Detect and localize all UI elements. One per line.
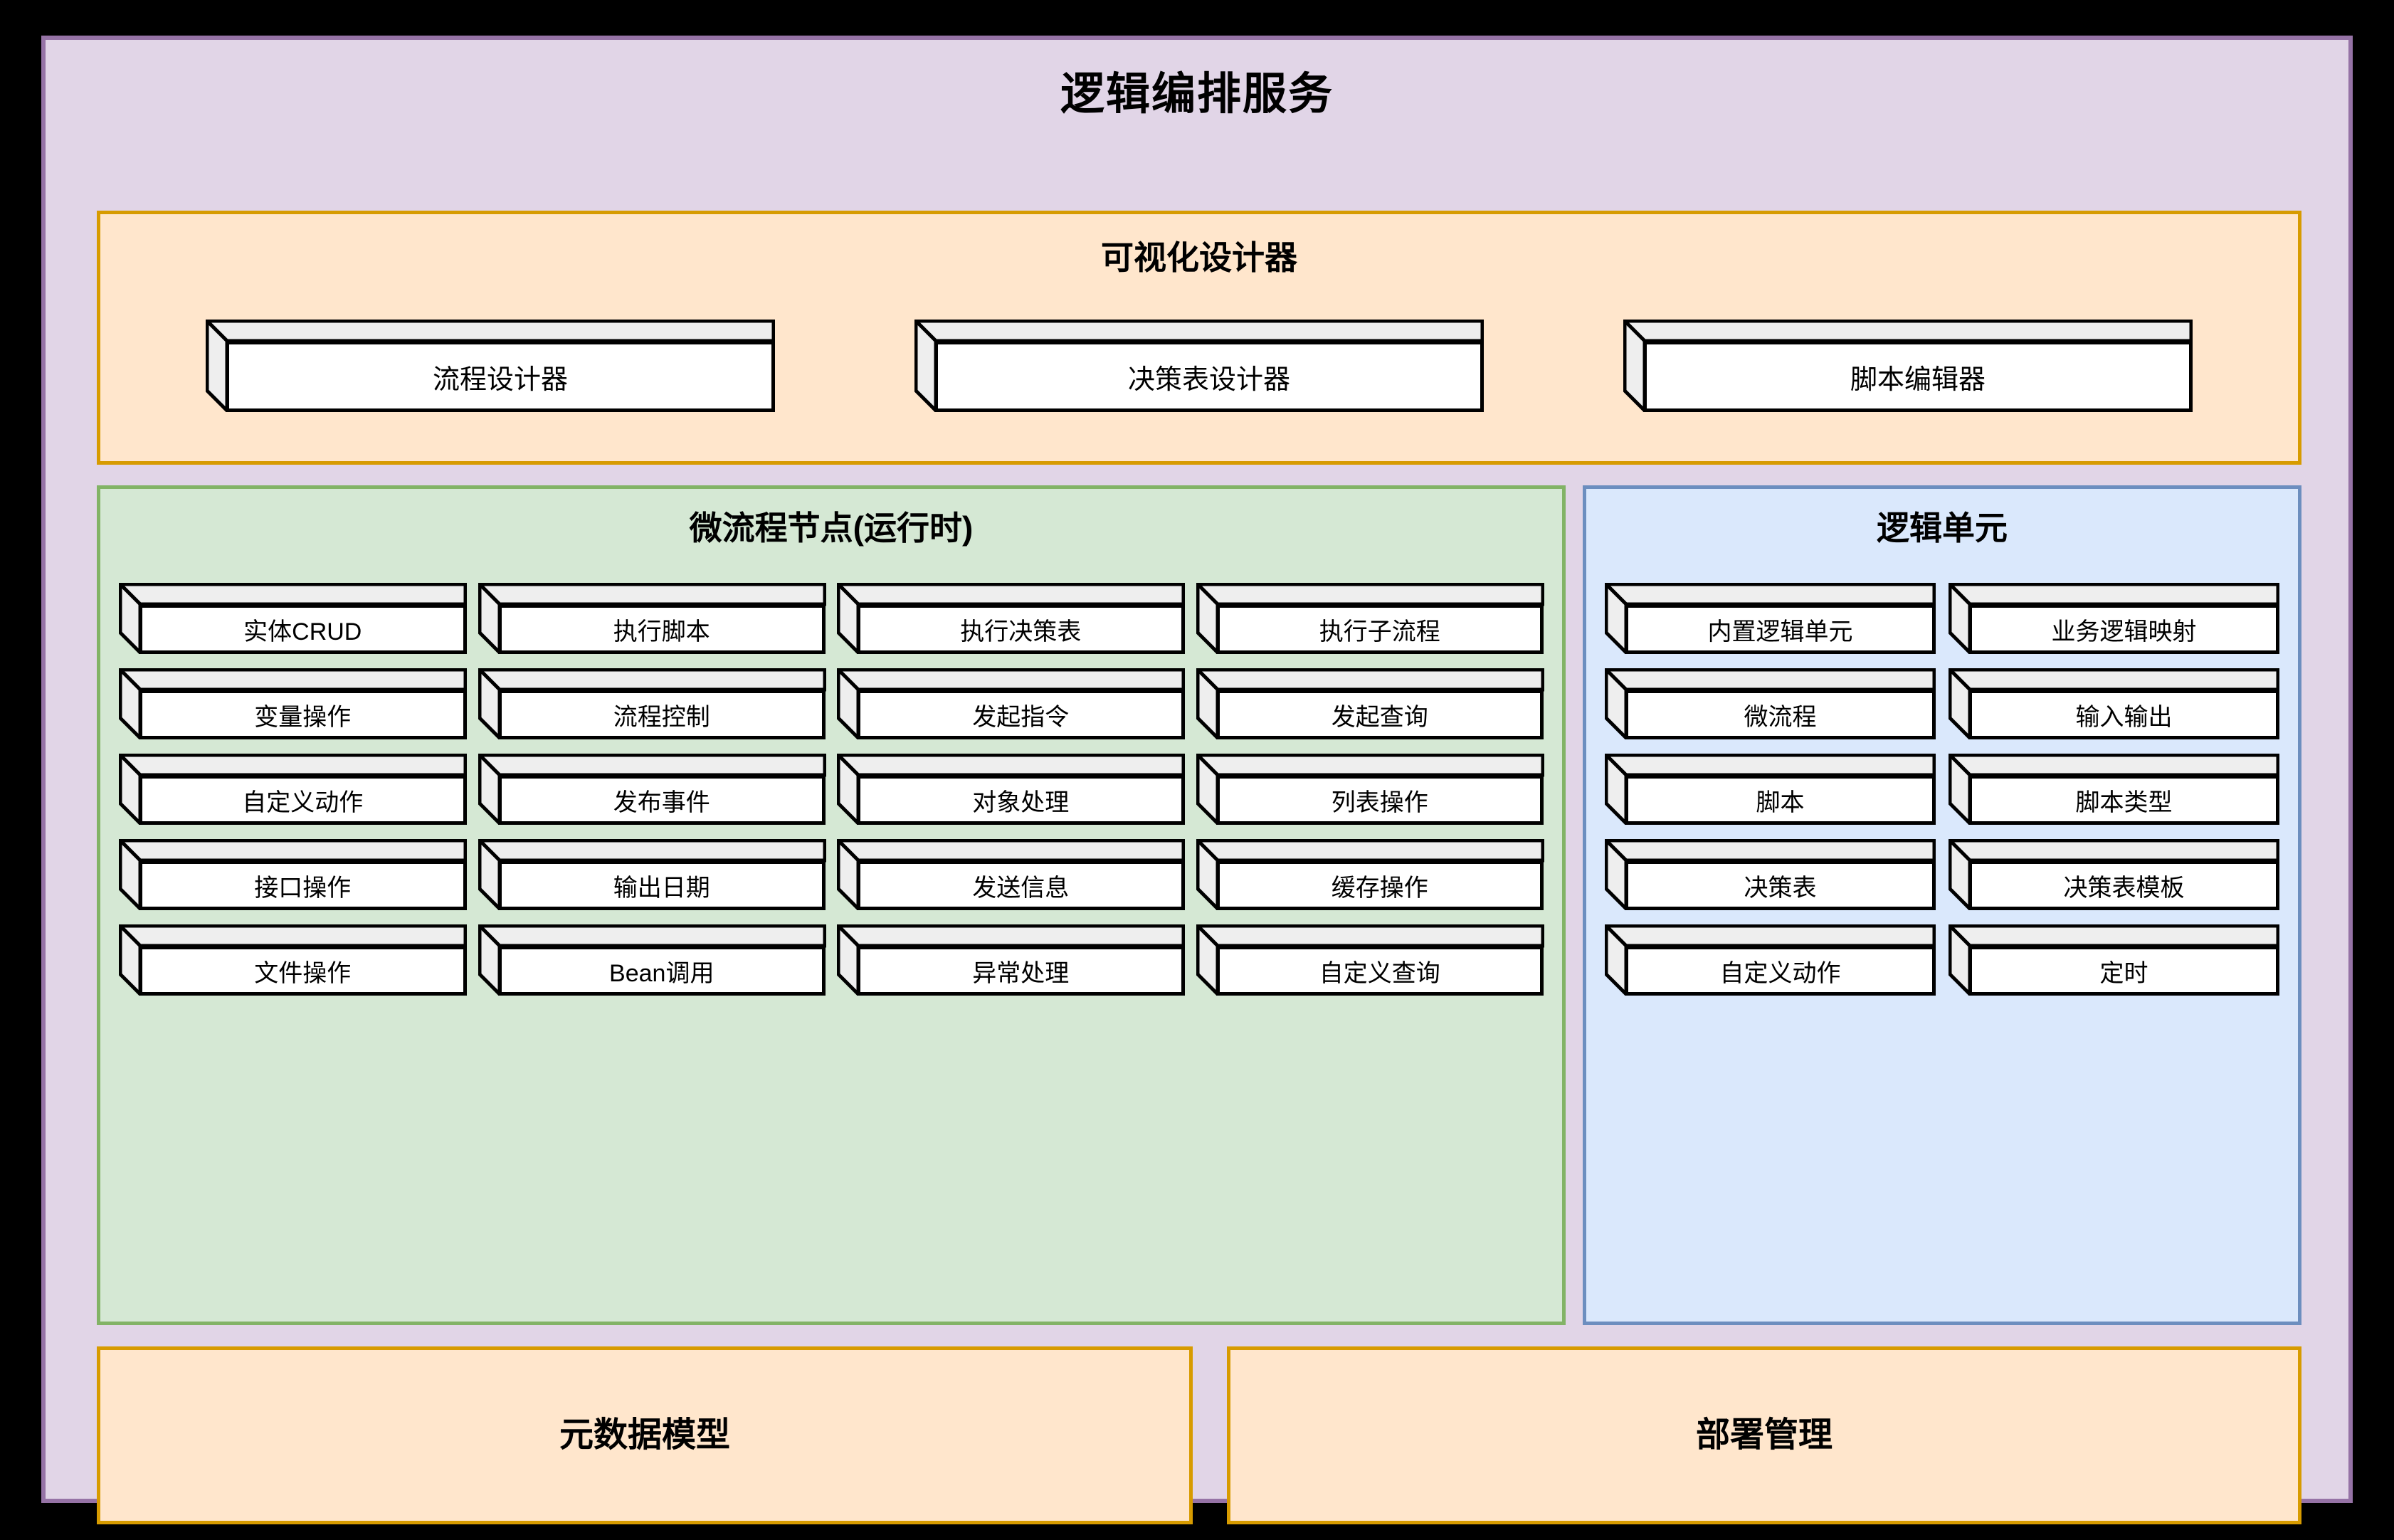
designer-item-3[interactable]: 脚本编辑器 — [1623, 320, 2193, 412]
deployment-management-title: 部署管理 — [1695, 1416, 1833, 1454]
microflow-node-2[interactable]: 执行脚本 — [478, 583, 826, 654]
cube-label: 执行脚本 — [497, 604, 826, 654]
logic-unit-5[interactable]: 脚本 — [1605, 754, 1936, 825]
cube-label: 缓存操作 — [1216, 860, 1544, 910]
page-title: 逻辑编排服务 — [1060, 70, 1334, 119]
logic-units-title: 逻辑单元 — [1877, 510, 2008, 547]
cube-label: 输入输出 — [1968, 690, 2279, 739]
visual-designer-items: 流程设计器 决策表设计器 脚本编辑器 — [100, 320, 2298, 412]
cube-label: 变量操作 — [139, 690, 467, 739]
cube-label: 脚本 — [1625, 775, 1936, 825]
microflow-node-4[interactable]: 执行子流程 — [1196, 583, 1544, 654]
microflow-node-15[interactable]: 发送信息 — [837, 839, 1185, 910]
microflow-node-11[interactable]: 对象处理 — [837, 754, 1185, 825]
logic-unit-1[interactable]: 内置逻辑单元 — [1605, 583, 1936, 654]
designer-item-1[interactable]: 流程设计器 — [206, 320, 775, 412]
microflow-node-13[interactable]: 接口操作 — [119, 839, 467, 910]
logic-unit-9[interactable]: 自定义动作 — [1605, 924, 1936, 996]
cube-label: 脚本类型 — [1968, 775, 2279, 825]
microflow-node-18[interactable]: Bean调用 — [478, 924, 826, 996]
microflow-node-17[interactable]: 文件操作 — [119, 924, 467, 996]
cube-label: Bean调用 — [497, 946, 826, 996]
microflow-node-8[interactable]: 发起查询 — [1196, 668, 1544, 739]
logic-unit-2[interactable]: 业务逻辑映射 — [1949, 583, 2279, 654]
cube-label: 决策表 — [1625, 860, 1936, 910]
cube-label: 内置逻辑单元 — [1625, 604, 1936, 654]
cube-label: 发起指令 — [857, 690, 1185, 739]
cube-label: 执行子流程 — [1216, 604, 1544, 654]
cube-label: 异常处理 — [857, 946, 1185, 996]
microflow-node-20[interactable]: 自定义查询 — [1196, 924, 1544, 996]
cube-label: 脚本编辑器 — [1643, 341, 2193, 412]
logic-unit-8[interactable]: 决策表模板 — [1949, 839, 2279, 910]
cube-label: 执行决策表 — [857, 604, 1185, 654]
cube-label: 自定义动作 — [1625, 946, 1936, 996]
cube-label: 微流程 — [1625, 690, 1936, 739]
logic-unit-7[interactable]: 决策表 — [1605, 839, 1936, 910]
metadata-model-title: 元数据模型 — [559, 1416, 730, 1454]
microflow-node-16[interactable]: 缓存操作 — [1196, 839, 1544, 910]
microflow-nodes-title: 微流程节点(运行时) — [689, 510, 974, 547]
microflow-node-7[interactable]: 发起指令 — [837, 668, 1185, 739]
microflow-node-12[interactable]: 列表操作 — [1196, 754, 1544, 825]
cube-label: 决策表设计器 — [934, 341, 1484, 412]
cube-label: 自定义动作 — [139, 775, 467, 825]
logic-unit-3[interactable]: 微流程 — [1605, 668, 1936, 739]
microflow-node-9[interactable]: 自定义动作 — [119, 754, 467, 825]
cube-label: 接口操作 — [139, 860, 467, 910]
microflow-node-10[interactable]: 发布事件 — [478, 754, 826, 825]
cube-label: 决策表模板 — [1968, 860, 2279, 910]
cube-label: 流程控制 — [497, 690, 826, 739]
cube-label: 发送信息 — [857, 860, 1185, 910]
cube-label: 发布事件 — [497, 775, 826, 825]
microflow-node-14[interactable]: 输出日期 — [478, 839, 826, 910]
cube-label: 对象处理 — [857, 775, 1185, 825]
logic-orchestration-service-frame: 逻辑编排服务 可视化设计器 流程设计器 决策表设计器 脚本编辑器 微流程节点(运行时… — [41, 36, 2353, 1524]
cube-label: 列表操作 — [1216, 775, 1544, 825]
cube-label: 业务逻辑映射 — [1968, 604, 2279, 654]
logic-units-grid: 内置逻辑单元业务逻辑映射微流程输入输出脚本脚本类型决策表决策表模板自定义动作定时 — [1586, 583, 2298, 996]
metadata-model-panel: 元数据模型 — [97, 1346, 1193, 1524]
cube-label: 定时 — [1968, 946, 2279, 996]
logic-unit-4[interactable]: 输入输出 — [1949, 668, 2279, 739]
deployment-management-panel: 部署管理 — [1227, 1346, 2301, 1524]
cube-label: 输出日期 — [497, 860, 826, 910]
microflow-nodes-grid: 实体CRUD 执行脚本执行决策表执行子流程变量操作流程控制发起指令发起查询自定义动… — [100, 583, 1562, 996]
logic-unit-6[interactable]: 脚本类型 — [1949, 754, 2279, 825]
cube-label: 发起查询 — [1216, 690, 1544, 739]
visual-designer-panel: 可视化设计器 流程设计器 决策表设计器 脚本编辑器 — [97, 211, 2301, 465]
cube-label: 实体CRUD — [139, 604, 467, 654]
visual-designer-title: 可视化设计器 — [1101, 239, 1297, 276]
microflow-node-3[interactable]: 执行决策表 — [837, 583, 1185, 654]
microflow-node-5[interactable]: 变量操作 — [119, 668, 467, 739]
microflow-node-6[interactable]: 流程控制 — [478, 668, 826, 739]
microflow-node-1[interactable]: 实体CRUD — [119, 583, 467, 654]
logic-unit-10[interactable]: 定时 — [1949, 924, 2279, 996]
cube-label: 文件操作 — [139, 946, 467, 996]
logic-units-panel: 逻辑单元 内置逻辑单元业务逻辑映射微流程输入输出脚本脚本类型决策表决策表模板自定… — [1583, 485, 2301, 1325]
microflow-node-19[interactable]: 异常处理 — [837, 924, 1185, 996]
cube-label: 自定义查询 — [1216, 946, 1544, 996]
cube-label: 流程设计器 — [226, 341, 775, 412]
designer-item-2[interactable]: 决策表设计器 — [914, 320, 1484, 412]
